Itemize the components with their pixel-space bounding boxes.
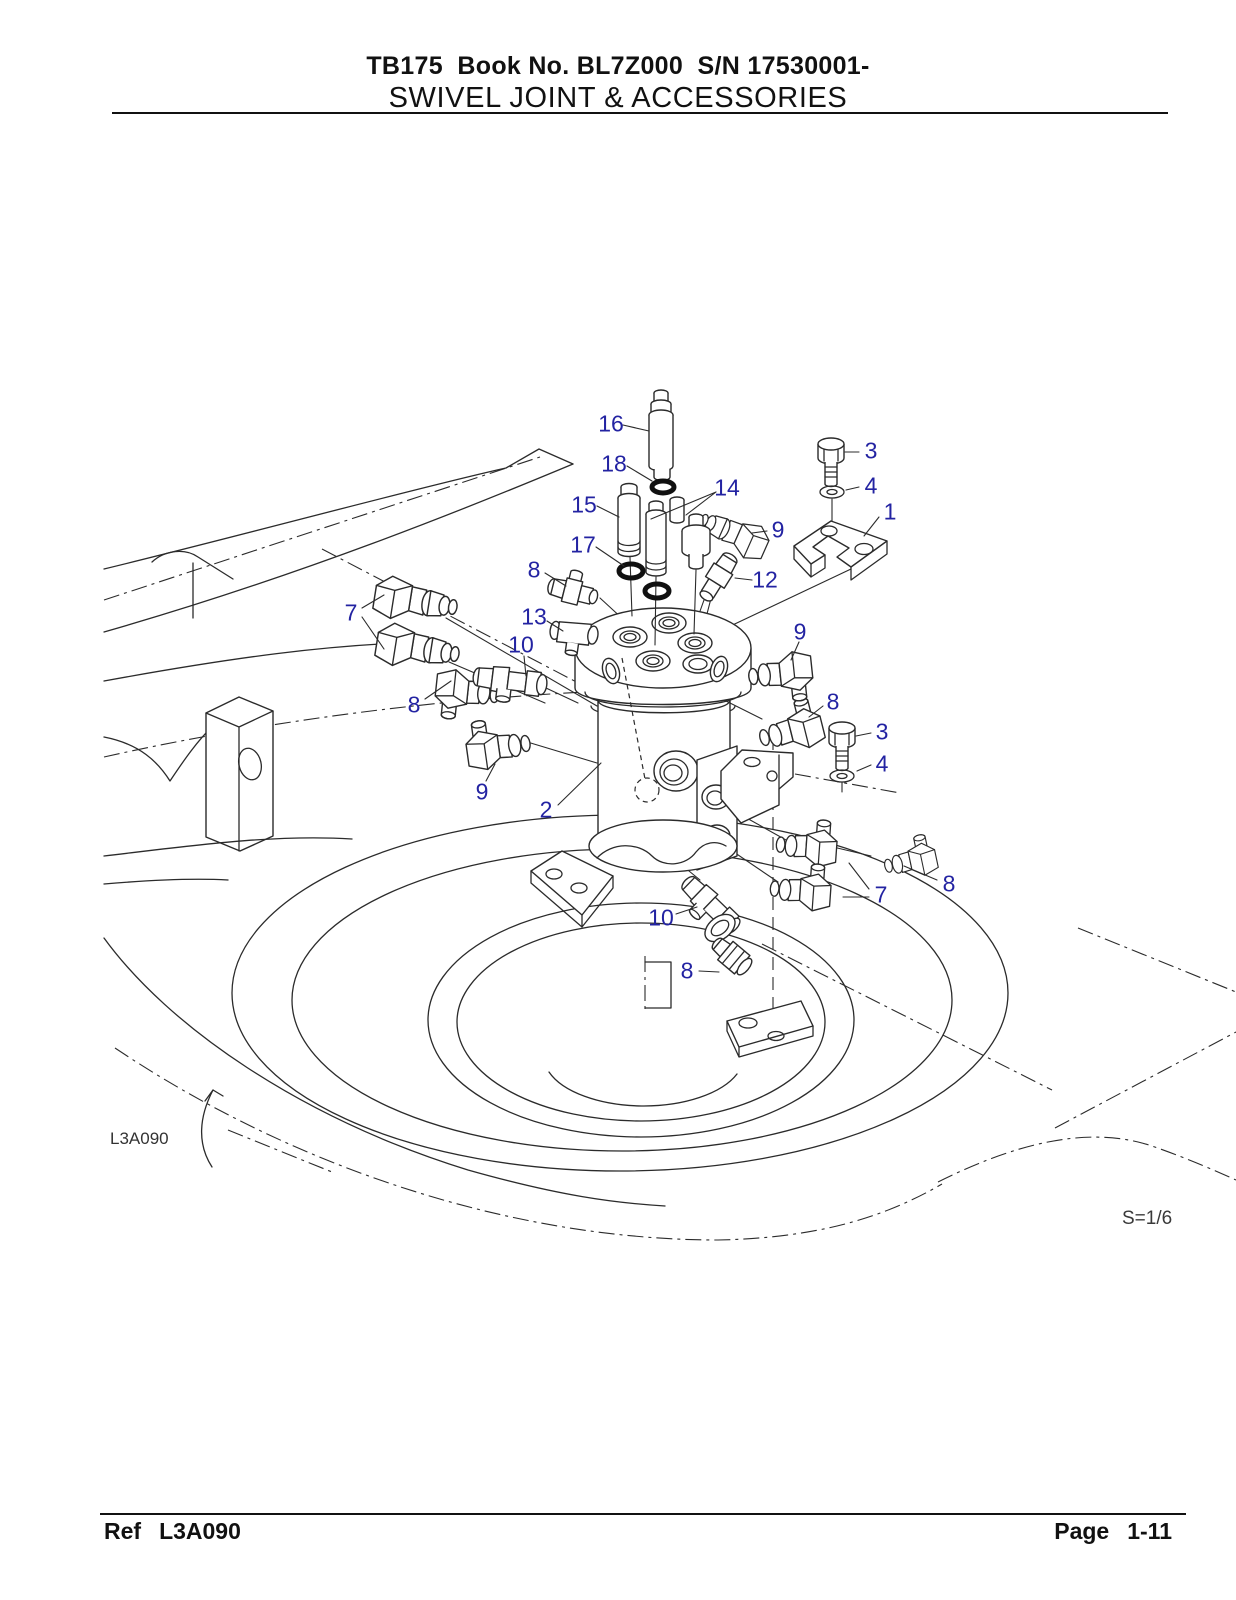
fittings bbox=[370, 501, 940, 976]
o-ring-17b bbox=[642, 581, 672, 601]
bottom-plate bbox=[726, 1000, 814, 1058]
frame-slot bbox=[644, 956, 672, 1013]
mount-bracket-arm bbox=[720, 749, 794, 824]
section-title: SWIVEL JOINT & ACCESSORIES bbox=[388, 82, 848, 114]
washer-4-right bbox=[829, 769, 855, 783]
page-header: TB175 Book No. BL7Z000 S/N 17530001- SWI… bbox=[0, 52, 1236, 115]
footer-rule bbox=[100, 1513, 1186, 1515]
bolt-3-right bbox=[828, 721, 856, 772]
bolt-3-top bbox=[817, 437, 845, 488]
leader-lines bbox=[361, 424, 938, 973]
frame-lines bbox=[103, 448, 586, 885]
tee-13 bbox=[549, 620, 599, 657]
nipple-12 bbox=[699, 552, 738, 602]
header-rule bbox=[112, 112, 1168, 114]
swivel-joint-body bbox=[530, 607, 794, 928]
figure-scale: S=1/6 bbox=[1122, 1208, 1173, 1229]
washer-4-top bbox=[819, 485, 845, 499]
doc-title: TB175 Book No. BL7Z000 S/N 17530001- bbox=[366, 52, 870, 80]
figure-code: L3A090 bbox=[110, 1129, 169, 1148]
fitting-8-upper-left bbox=[547, 569, 599, 606]
top-valve-cluster bbox=[616, 389, 711, 646]
top-ports bbox=[612, 612, 714, 674]
deck-outline bbox=[103, 927, 1236, 1241]
plug-8-bottom bbox=[711, 937, 753, 976]
stopper-plate-1 bbox=[793, 520, 888, 581]
o-ring-17a bbox=[616, 561, 646, 581]
o-ring-18 bbox=[649, 478, 677, 496]
